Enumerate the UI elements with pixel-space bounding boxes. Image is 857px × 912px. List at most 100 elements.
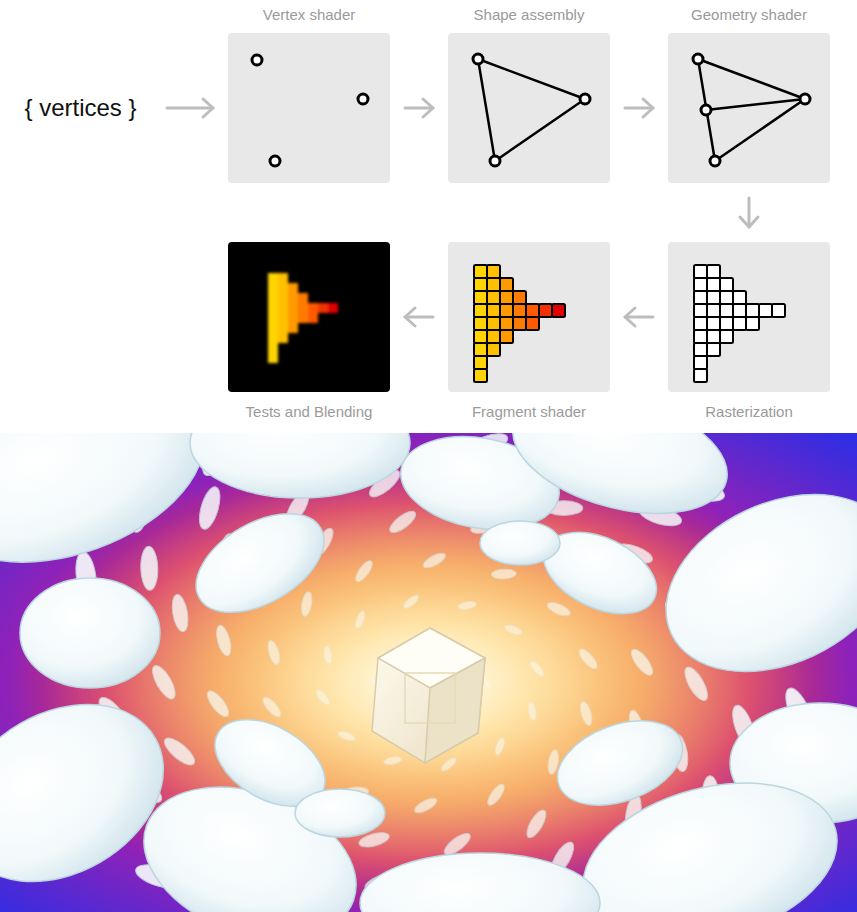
pixel-cell — [268, 283, 278, 293]
pixel-cell — [288, 283, 298, 293]
pixel-cell — [707, 265, 720, 278]
stage-panel — [448, 33, 610, 183]
pixel-cell — [487, 317, 500, 330]
arrow-shaft — [405, 316, 433, 319]
pixel-cell — [278, 273, 288, 283]
pixel-cell — [733, 317, 746, 330]
pixel-cell — [278, 333, 288, 343]
raster-grid — [668, 242, 830, 392]
pixel-cell — [552, 304, 565, 317]
input-label: { vertices } — [22, 93, 139, 123]
arrow-head — [203, 99, 213, 117]
pixel-cell — [707, 317, 720, 330]
flow-arrow — [625, 308, 653, 326]
pixel-cell — [474, 343, 487, 356]
pipeline-stage: Tests and Blending — [228, 242, 390, 423]
pixel-cell — [539, 304, 552, 317]
arrow-shaft — [625, 107, 653, 110]
pixel-cell — [487, 330, 500, 343]
pixel-cell — [720, 330, 733, 343]
pixel-cell — [500, 291, 513, 304]
pixel-cell — [288, 293, 298, 303]
pixel-cell — [278, 293, 288, 303]
pixel-cell — [720, 278, 733, 291]
pixel-cell — [487, 343, 500, 356]
pixel-cell — [278, 283, 288, 293]
stage-panel — [448, 242, 610, 392]
flow-arrow — [625, 99, 653, 117]
pixel-cell — [707, 343, 720, 356]
pixel-cell — [720, 317, 733, 330]
arrow-shaft — [405, 107, 433, 110]
pixel-cell — [268, 343, 278, 353]
pixel-cell — [694, 291, 707, 304]
pipeline-stage: Geometry shader — [668, 4, 830, 183]
arrow-head — [405, 308, 415, 326]
pixel-cell — [513, 291, 526, 304]
pixel-cell — [278, 303, 288, 313]
pixel-cell — [268, 313, 278, 323]
pixel-cell — [268, 333, 278, 343]
pixel-cell — [268, 293, 278, 303]
assembled-triangle — [448, 33, 610, 183]
pixel-cell — [694, 343, 707, 356]
pixel-cell — [487, 265, 500, 278]
stage-panel — [228, 242, 390, 392]
blended-output — [228, 242, 390, 392]
pixel-cell — [746, 317, 759, 330]
pixel-cell — [268, 273, 278, 283]
arrow-head — [740, 217, 758, 227]
stage-name: Geometry shader — [691, 4, 807, 26]
pixel-cell — [474, 304, 487, 317]
pixel-cell — [733, 291, 746, 304]
pipeline-stage: Vertex shader — [228, 4, 390, 183]
pixel-cell — [474, 291, 487, 304]
pixel-cell — [308, 313, 318, 323]
pixel-cell — [707, 330, 720, 343]
node-layer: { vertices }Vertex shader Shape assembly… — [0, 0, 857, 433]
pixel-cell — [278, 323, 288, 333]
pixel-cell — [694, 330, 707, 343]
pixel-cell — [474, 278, 487, 291]
pixel-cell — [288, 313, 298, 323]
pixel-cell — [278, 313, 288, 323]
pixel-cell — [268, 353, 278, 363]
pixel-cell — [328, 303, 338, 313]
arrow-shaft — [167, 107, 213, 110]
pixel-cell — [707, 291, 720, 304]
pixel-cell — [474, 265, 487, 278]
pixel-cell — [474, 369, 487, 382]
pixel-cell — [694, 356, 707, 369]
arrow-shaft — [748, 198, 751, 227]
subdivided-triangle — [668, 33, 830, 183]
pixel-cell — [288, 303, 298, 313]
pixel-cell — [298, 313, 308, 323]
stage-panel — [668, 242, 830, 392]
stage-name: Vertex shader — [263, 4, 356, 26]
flow-arrow — [167, 99, 213, 117]
pipeline-stage: Rasterization — [668, 242, 830, 423]
pixel-cell — [694, 369, 707, 382]
pixel-cell — [694, 265, 707, 278]
flow-arrow — [405, 99, 433, 117]
pixel-cell — [759, 304, 772, 317]
pixel-cell — [500, 304, 513, 317]
pixel-cell — [733, 304, 746, 317]
pixel-cell — [526, 317, 539, 330]
pixel-cell — [694, 317, 707, 330]
pixel-cell — [707, 304, 720, 317]
pixel-cell — [318, 303, 328, 313]
pixel-cell — [288, 323, 298, 333]
pixel-cell — [268, 323, 278, 333]
central-cube — [372, 628, 485, 763]
pixel-cell — [298, 293, 308, 303]
pixel-cell — [308, 303, 318, 313]
pixel-cell — [772, 304, 785, 317]
pixel-cell — [298, 303, 308, 313]
pixel-cell — [720, 304, 733, 317]
arrow-shaft — [625, 316, 653, 319]
pixel-cell — [513, 304, 526, 317]
input-text: { vertices } — [24, 93, 136, 123]
fractal-render — [0, 433, 857, 912]
